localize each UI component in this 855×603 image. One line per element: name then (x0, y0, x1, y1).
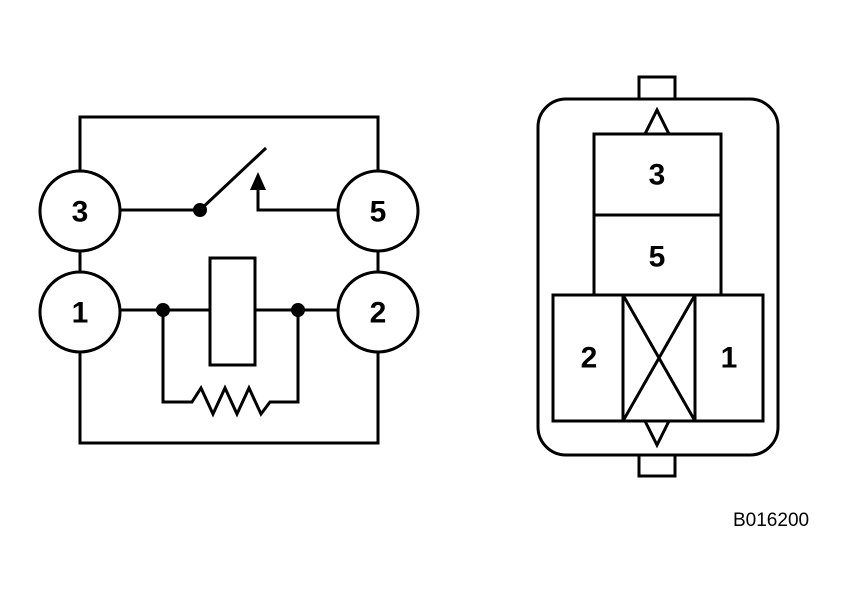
cavity-2-label: 2 (581, 342, 598, 375)
cavity-5-label: 5 (649, 241, 666, 274)
terminal-1-label: 1 (72, 297, 89, 330)
switch-pivot-dot (193, 203, 207, 217)
cavity-3-label: 3 (649, 159, 666, 192)
top-wire (78, 115, 380, 180)
switch-blade (198, 146, 268, 212)
resistor-wire (161, 310, 300, 418)
cavity-5 (592, 213, 723, 297)
terminal-1 (38, 270, 122, 354)
cavity-1-label: 1 (721, 342, 738, 375)
cavity-blank-cross-b (621, 294, 697, 422)
terminal-5 (336, 169, 420, 253)
relay-coil (208, 256, 257, 367)
cavity-1 (693, 293, 765, 423)
terminal-3 (38, 169, 122, 253)
terminal-5-label: 5 (370, 196, 387, 229)
connector-top-latch (637, 75, 677, 103)
figure-code: B016200 (733, 510, 810, 531)
switch-contact-arrow (250, 172, 266, 190)
switch-contact-wire (256, 186, 338, 212)
connector-view: 3 5 2 1 (536, 75, 780, 478)
relay-schematic: 3 5 1 2 (38, 115, 420, 445)
terminal-2-label: 2 (370, 297, 387, 330)
terminal-3-label: 3 (72, 196, 89, 229)
terminal-2 (336, 270, 420, 354)
bottom-wire (78, 343, 380, 445)
